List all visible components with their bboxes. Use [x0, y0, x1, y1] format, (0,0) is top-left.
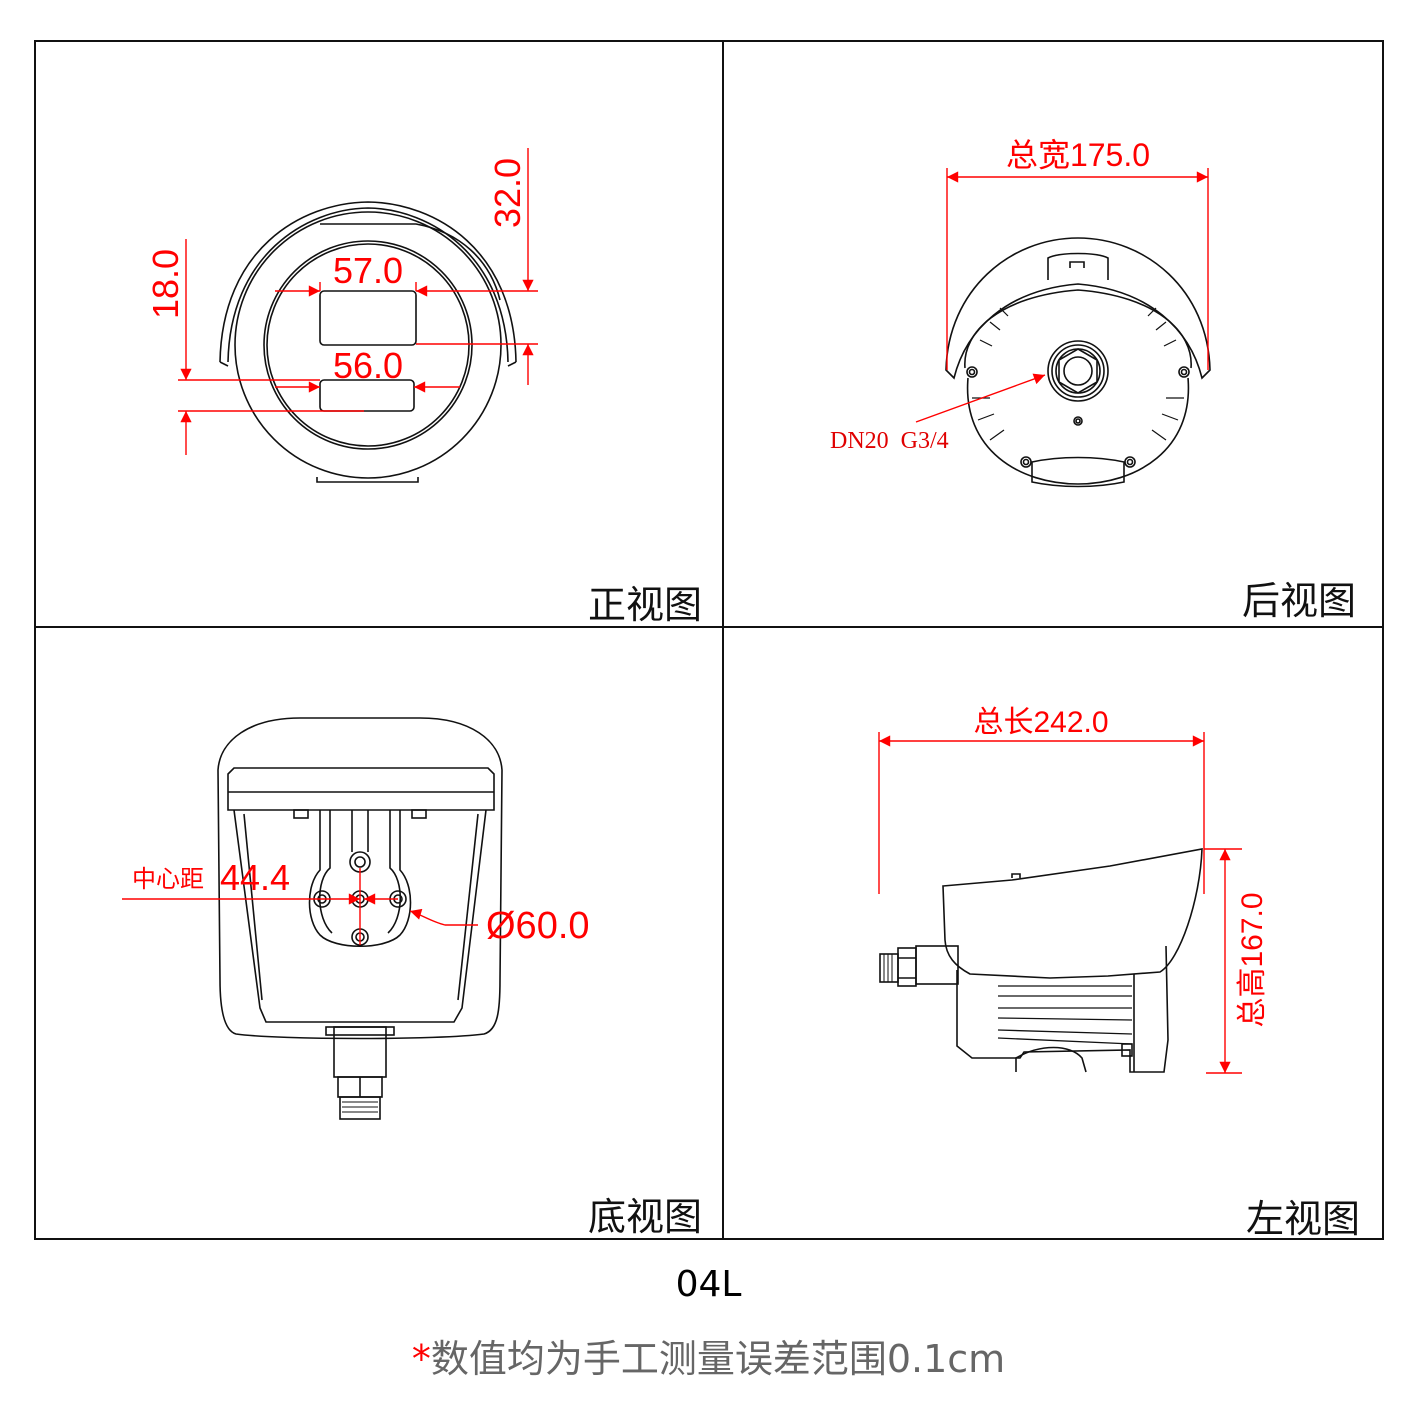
measurement-note: *数值均为手工测量误差范围0.1cm	[0, 1328, 1417, 1383]
dim-center-distance: 44.4	[220, 857, 290, 898]
rear-view-panel: 总宽175.0 DN20 G3/4 后视图	[724, 0, 1384, 626]
front-view-label: 正视图	[588, 583, 703, 627]
dim-window-top-width: 57.0	[333, 250, 403, 291]
left-view-panel: 总长242.0 总高167.0 左视图	[724, 628, 1384, 1241]
frame-divider-horizontal	[34, 626, 1384, 628]
left-view-drawing: 总长242.0 总高167.0	[878, 706, 1269, 1074]
bottom-view-panel: 中心距 44.4 Ø60.0 底视图	[0, 628, 722, 1240]
dim-thread-spec: DN20 G3/4	[830, 428, 949, 454]
dim-total-height: 总高167.0	[1236, 892, 1269, 1027]
model-number: 04L	[675, 1264, 742, 1305]
front-view-drawing: 57.0 56.0 18.0 32.0	[145, 148, 538, 483]
dim-diameter: Ø60.0	[486, 905, 590, 947]
drawing-frame	[34, 40, 1384, 1240]
note-asterisk: *	[411, 1337, 431, 1381]
front-view-panel: 57.0 56.0 18.0 32.0 正视图	[0, 0, 722, 627]
dim-left-height: 18.0	[145, 249, 186, 319]
frame-divider-vertical	[722, 40, 724, 1240]
dim-center-distance-label: 中心距	[132, 866, 204, 893]
rear-view-drawing: 总宽175.0 DN20 G3/4	[830, 137, 1211, 488]
bottom-view-drawing: 中心距 44.4 Ø60.0	[122, 717, 590, 1120]
rear-view-label: 后视图	[1242, 579, 1357, 623]
dim-total-length: 总长242.0	[973, 706, 1108, 739]
bottom-view-label: 底视图	[588, 1195, 703, 1239]
left-view-label: 左视图	[1246, 1197, 1361, 1241]
note-text: 数值均为手工测量误差范围0.1cm	[430, 1337, 1006, 1381]
dim-window-bottom-width: 56.0	[333, 345, 403, 386]
dim-total-width: 总宽175.0	[1006, 137, 1150, 173]
dim-right-height: 32.0	[487, 158, 528, 228]
